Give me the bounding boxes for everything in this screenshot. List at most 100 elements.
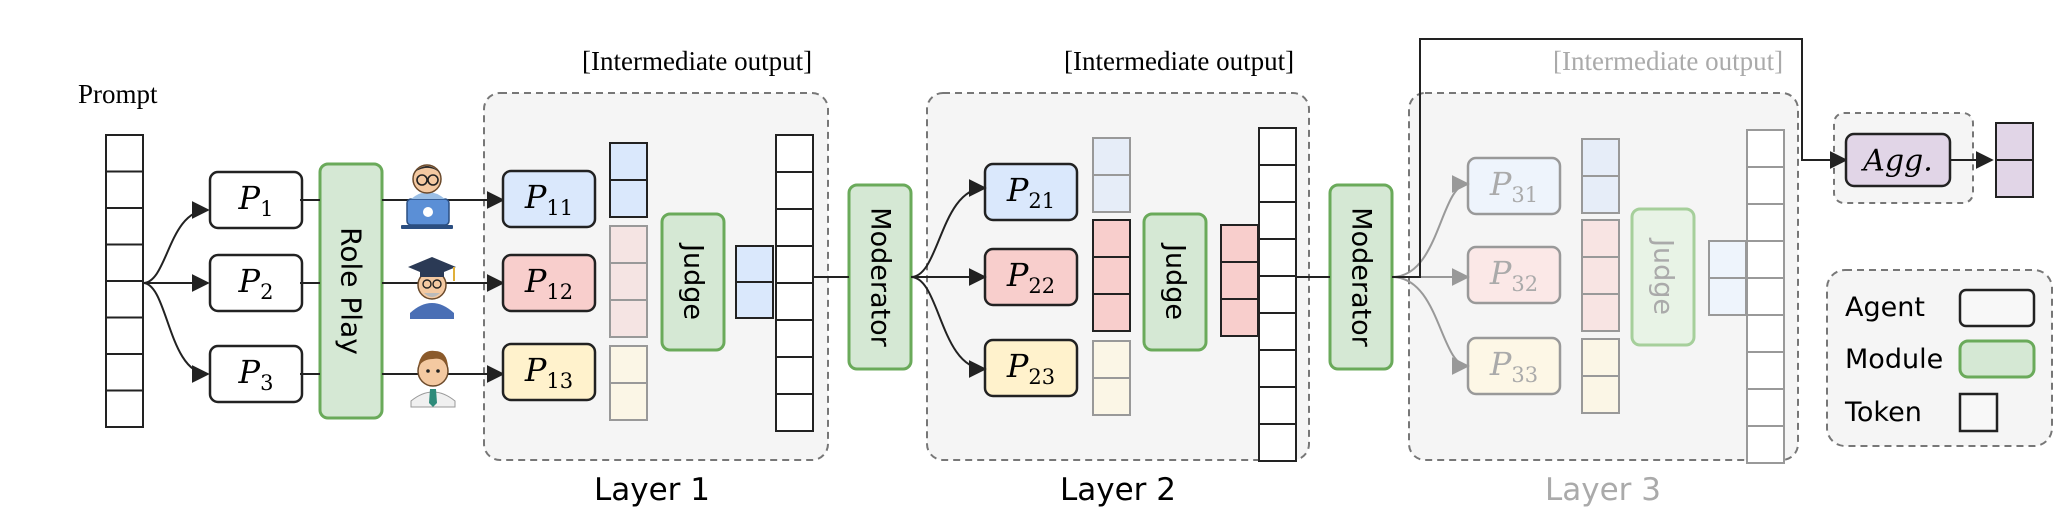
layer3-pink-tokens: [1581, 219, 1620, 332]
token-cell: [1092, 377, 1131, 416]
judge-module-layer-3: [1630, 207, 1696, 347]
token-cell: [1581, 256, 1620, 295]
token-cell: [1581, 375, 1620, 414]
input-to-roleplay-lines: [300, 199, 320, 375]
layer3-blue-tokens: [1581, 138, 1620, 214]
token-cell: [1746, 166, 1785, 205]
moderator-label-1: Moderator: [865, 207, 896, 347]
agent-label: P2: [238, 262, 274, 304]
token-cell: [775, 134, 814, 173]
token-cell: [1092, 137, 1131, 176]
layer2-yellow-tokens: [1092, 340, 1131, 416]
token-cell: [1746, 203, 1785, 242]
token-cell: [1746, 129, 1785, 168]
token-cell: [775, 319, 814, 358]
judge-module-layer-2: [1142, 212, 1208, 352]
legend-module-swatch: [1958, 339, 2036, 379]
token-cell: [775, 393, 814, 432]
persona-avatar-businessman-icon: [410, 350, 456, 408]
judge-output-layer-1: [735, 245, 774, 319]
input-agent-p3: P3: [208, 344, 304, 404]
prompt-branch-arrows: [142, 201, 210, 383]
layer-agent-p33: P33: [1466, 336, 1562, 396]
persona-avatar-programmer-icon: [401, 164, 453, 229]
token-cell: [1092, 256, 1131, 295]
agent-label: P21: [1006, 171, 1055, 213]
layer-agent-p11: P11: [501, 169, 597, 229]
layer-label-2: Layer 2: [1060, 472, 1176, 508]
agent-token-stacks: [609, 137, 1620, 421]
judge-label-layer-2: Judge: [1160, 242, 1191, 320]
layer-agent-p22: P22: [983, 247, 1079, 307]
agent-label: P23: [1006, 347, 1055, 389]
token-cell: [105, 316, 144, 355]
token-cell: [609, 179, 648, 218]
token-cell: [105, 207, 144, 246]
token-cell: [1746, 351, 1785, 390]
token-cell: [1581, 293, 1620, 332]
token-cell: [1258, 238, 1297, 277]
judge-label-layer-1: Judge: [678, 242, 709, 320]
token-cell: [775, 171, 814, 210]
judge-label-layer-3: Judge: [1648, 237, 1679, 315]
token-cell: [775, 282, 814, 321]
token-cell: [1258, 275, 1297, 314]
token-cell: [105, 243, 144, 282]
token-cell: [775, 245, 814, 284]
token-cell: [1746, 388, 1785, 427]
layer-label-3: Layer 3: [1545, 472, 1661, 508]
intermediate-output-label-layer-3: [Intermediate output]: [1553, 46, 1783, 76]
moderator1-to-layer2-arrows: [910, 179, 987, 378]
token-cell: [609, 225, 648, 264]
token-cell: [1746, 277, 1785, 316]
token-cell: [105, 353, 144, 392]
agent-label: P32: [1489, 254, 1538, 296]
intermediate-column-layer-2: [1258, 127, 1297, 462]
layer1-blue-tokens: [609, 142, 648, 218]
token-cell: [1258, 127, 1297, 166]
legend-token-label: Token: [1844, 397, 1922, 428]
token-cell: [609, 142, 648, 181]
prompt-tokens-stack: [105, 134, 144, 428]
role-play-label: Role Play: [335, 227, 368, 355]
agent-label: P33: [1489, 345, 1538, 387]
intermediate-output-label-layer-1: [Intermediate output]: [582, 46, 812, 76]
layer-agent-p31: P31: [1466, 156, 1562, 216]
moderator-label-2: Moderator: [1346, 207, 1377, 347]
token-cell: [775, 208, 814, 247]
token-cell: [1581, 175, 1620, 214]
intermediate-column-layer-3: [1746, 129, 1785, 464]
token-cell: [1258, 423, 1297, 462]
token-cell: [1746, 240, 1785, 279]
intermediate-column-layer-1: [775, 134, 814, 432]
token-cell: [609, 382, 648, 421]
token-cell: [1092, 174, 1131, 213]
token-cell: [105, 389, 144, 428]
agent-label: P3: [238, 353, 274, 395]
token-cell: [105, 134, 144, 173]
role-play-module: [318, 162, 384, 420]
persona-avatar-graduate-icon: [408, 257, 456, 319]
input-agent-p1: P1: [208, 170, 304, 230]
token-cell: [775, 356, 814, 395]
token-cell: [1258, 312, 1297, 351]
token-cell: [1581, 138, 1620, 177]
token-cell: [609, 299, 648, 338]
token-cell: [105, 170, 144, 209]
layer-agent-p32: P32: [1466, 245, 1562, 305]
intermediate-output-label-layer-2: [Intermediate output]: [1064, 46, 1294, 76]
agent-label: P22: [1006, 256, 1055, 298]
token-cell: [1258, 386, 1297, 425]
legend-agent-label: Agent: [1845, 292, 1925, 323]
legend-agent-swatch: [1958, 288, 2036, 328]
token-cell: [609, 345, 648, 384]
token-cell: [609, 262, 648, 301]
final-output-tokens: [1995, 122, 2034, 198]
token-cell: [1581, 219, 1620, 258]
agent-label: P13: [524, 351, 573, 393]
layer3-yellow-tokens: [1581, 338, 1620, 414]
token-cell: [105, 280, 144, 319]
